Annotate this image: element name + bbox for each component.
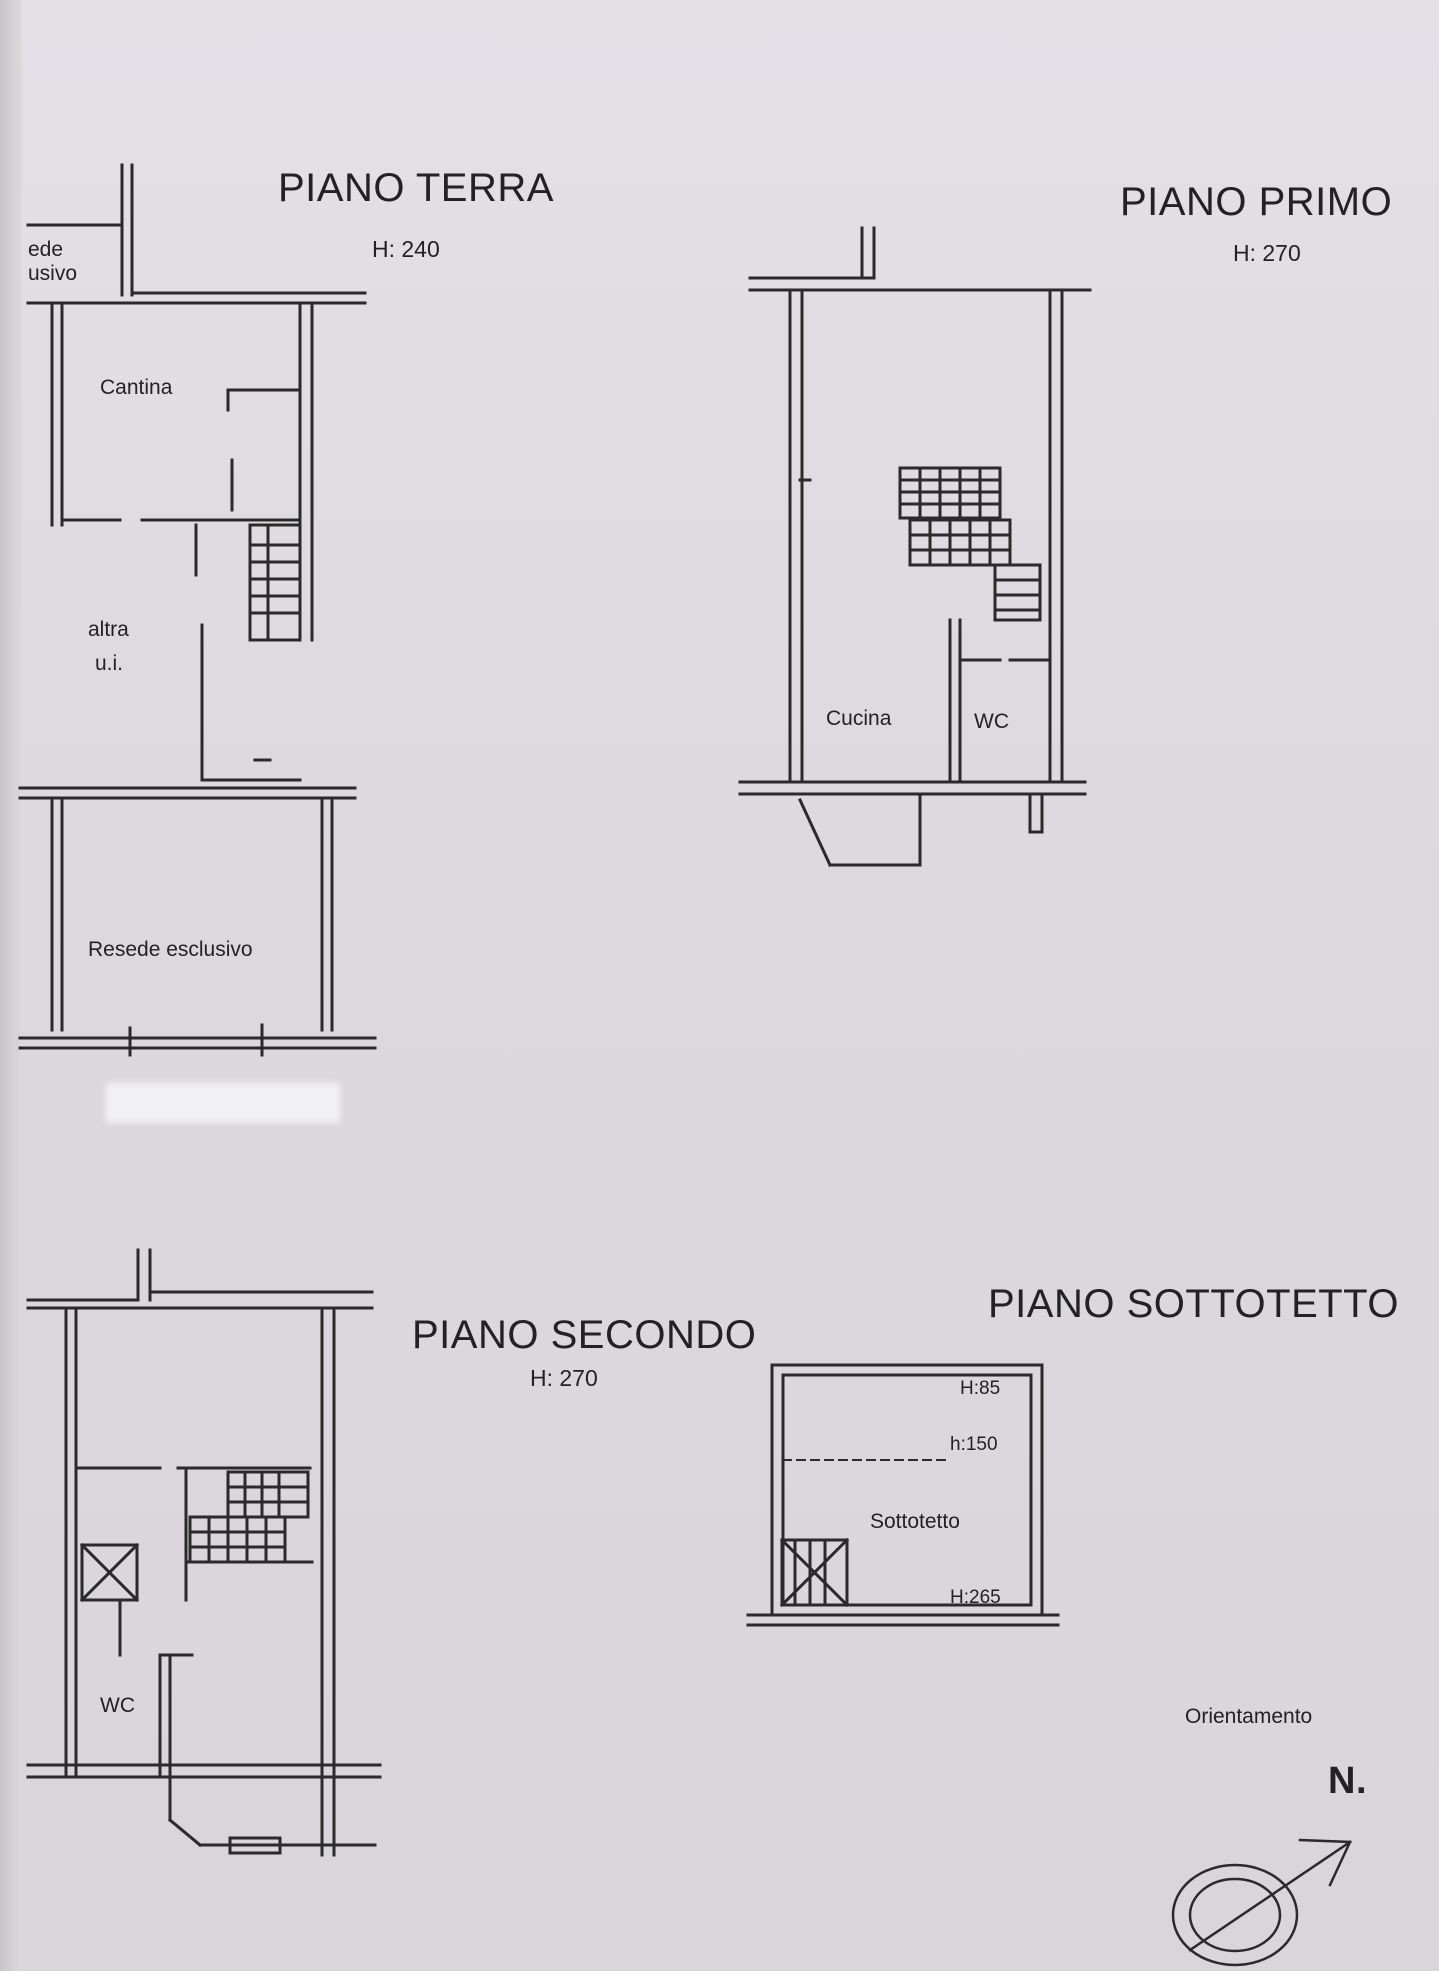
title-piano-terra: PIANO TERRA (278, 166, 554, 210)
room-label-resede-partial-1: ede (28, 238, 64, 261)
height-piano-secondo: H: 270 (530, 1365, 598, 1391)
title-piano-primo: PIANO PRIMO (1120, 180, 1393, 224)
paper-sheet (18, 0, 1439, 1971)
height-sottotetto-bottom: H:265 (950, 1587, 1001, 1608)
room-label-sottotetto: Sottotetto (870, 1510, 960, 1533)
height-sottotetto-top: H:85 (960, 1378, 1001, 1399)
height-piano-primo: H: 270 (1233, 240, 1301, 266)
room-label-resede-partial-2: usivo (28, 262, 78, 285)
room-label-altra: altra (88, 618, 129, 641)
scan-edge (0, 0, 22, 1971)
plan-piano-primo (738, 226, 1092, 867)
plan-piano-sottotetto (746, 1363, 1060, 1627)
title-piano-sottotetto: PIANO SOTTOTETTO (988, 1282, 1400, 1326)
compass-icon (1171, 1838, 1352, 1967)
orientation-label: Orientamento (1185, 1705, 1313, 1728)
plan-piano-secondo (26, 1248, 382, 1857)
room-label-resede-esclusivo: Resede esclusivo (88, 938, 253, 961)
height-piano-terra: H: 240 (372, 236, 440, 262)
room-label-wc-secondo: WC (100, 1694, 135, 1717)
room-label-ui: u.i. (95, 652, 124, 675)
room-label-cantina: Cantina (100, 376, 173, 399)
room-label-cucina: Cucina (826, 707, 892, 730)
plan-piano-terra (18, 163, 377, 1057)
room-label-wc-primo: WC (974, 710, 1009, 733)
height-sottotetto-middle: h:150 (950, 1434, 998, 1455)
redacted-area (106, 1083, 340, 1123)
title-piano-secondo: PIANO SECONDO (412, 1313, 757, 1357)
north-label: N. (1328, 1760, 1367, 1802)
